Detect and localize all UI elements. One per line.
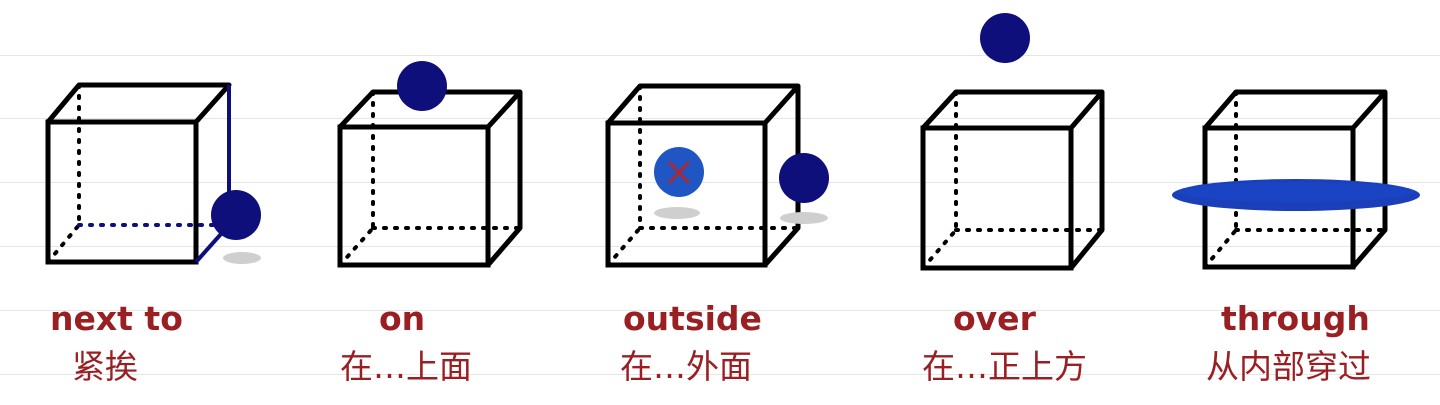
panel-next-to-figure xyxy=(45,82,261,265)
label-outside: outside xyxy=(623,299,762,338)
ball-shadow xyxy=(223,252,261,264)
label-next-to: next to xyxy=(50,299,183,338)
cube-right-face xyxy=(763,86,801,267)
cube-top-face xyxy=(921,89,1105,130)
panel-through-figure xyxy=(1172,89,1420,270)
panel-on-figure xyxy=(337,61,523,268)
ball-shadow xyxy=(780,212,828,224)
ruled-line xyxy=(0,182,1440,183)
ball xyxy=(980,13,1030,63)
label-on: on xyxy=(379,299,426,338)
cube-top-face xyxy=(606,83,801,125)
cube-front-face xyxy=(920,125,1074,271)
meaning-through: 从内部穿过 xyxy=(1206,347,1371,386)
ruled-line xyxy=(0,246,1440,247)
cube-top-face xyxy=(1203,89,1388,130)
ruled-line xyxy=(0,310,1440,311)
cube-front-face xyxy=(45,119,199,265)
label-over: over xyxy=(953,299,1036,338)
cube-hidden-edges xyxy=(46,83,81,264)
ruled-line xyxy=(0,374,1440,375)
panel-over-figure xyxy=(920,13,1105,271)
ball xyxy=(779,153,829,203)
cube-hidden-edges xyxy=(606,84,800,267)
cube-right-face xyxy=(1069,92,1105,270)
cube-right-face xyxy=(486,92,523,267)
label-through: through xyxy=(1221,299,1370,338)
cube-hidden-edges xyxy=(921,90,1104,270)
cube-top-face xyxy=(46,82,232,124)
panel-outside-figure xyxy=(605,83,829,268)
cube-front-face xyxy=(605,120,768,268)
meaning-next-to: 紧挨 xyxy=(72,347,138,386)
cube-right-face xyxy=(1351,92,1388,269)
ruled-line xyxy=(0,118,1440,119)
meaning-outside: 在…外面 xyxy=(620,347,752,386)
ball xyxy=(211,190,261,240)
cross-mark-icon xyxy=(668,161,690,184)
cube-hidden-edges xyxy=(338,90,522,267)
cube-top-face xyxy=(338,89,523,129)
cube-hidden-edges xyxy=(1203,90,1387,269)
ruled-line xyxy=(0,55,1440,56)
meaning-over: 在…正上方 xyxy=(922,347,1087,386)
cube-front-face xyxy=(337,124,491,268)
meaning-on: 在…上面 xyxy=(340,347,472,386)
ball xyxy=(397,61,447,111)
inside-ball-shadow xyxy=(654,207,700,219)
disc-shade xyxy=(1178,182,1414,202)
